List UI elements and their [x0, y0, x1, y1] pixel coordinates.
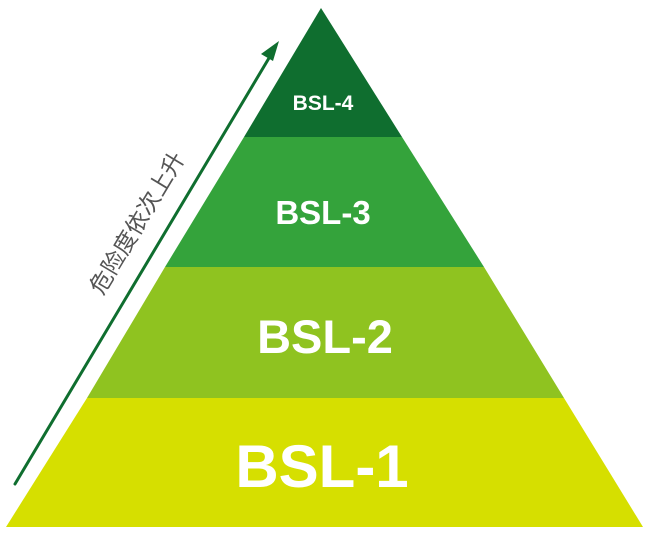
pyramid-tier-bsl-4 — [244, 8, 402, 137]
pyramid-tier-bsl-3 — [165, 137, 484, 267]
label-bsl-4: BSL-4 — [293, 92, 354, 115]
arrow-up-icon — [261, 41, 279, 61]
risk-rising-arrow — [13, 41, 279, 486]
pyramid-tier-bsl-2 — [87, 267, 564, 398]
label-bsl-2: BSL-2 — [257, 310, 393, 363]
label-bsl-3: BSL-3 — [275, 194, 370, 231]
pyramid-tier-bsl-1 — [6, 398, 643, 527]
arrow-shaft — [13, 46, 277, 486]
label-bsl-1: BSL-1 — [235, 433, 408, 500]
